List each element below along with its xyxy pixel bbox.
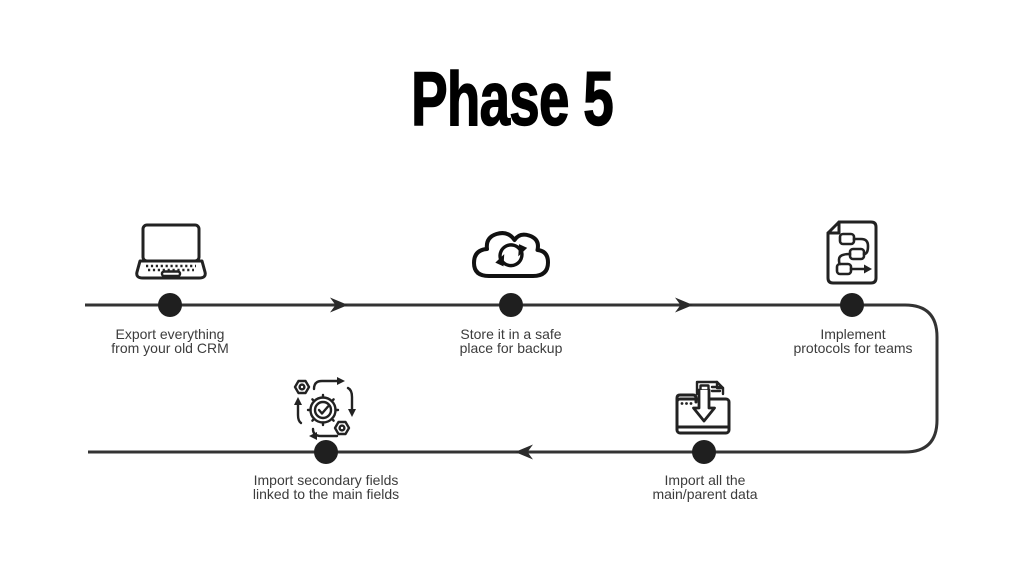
flow-arrow-right-1 — [330, 297, 348, 313]
step-4-label-line1: Import all the — [664, 472, 746, 488]
step-3-label-line2: protocols for teams — [793, 340, 913, 356]
step-2-label-line2: place for backup — [459, 340, 563, 356]
workflow-document-icon — [825, 220, 879, 286]
timeline-node-2 — [499, 293, 523, 317]
page-title: Phase 5 — [411, 57, 615, 142]
step-1-label-line2: from your old CRM — [111, 340, 229, 356]
step-2-label: Store it in a safe place for backup — [391, 327, 631, 355]
timeline-node-4 — [692, 440, 716, 464]
timeline-node-1 — [158, 293, 182, 317]
step-3-label: Implement protocols for teams — [733, 327, 973, 355]
step-4-label-line2: main/parent data — [652, 486, 758, 502]
timeline-node-5 — [314, 440, 338, 464]
step-1-label-line1: Export everything — [115, 326, 225, 342]
step-3-label-line1: Implement — [820, 326, 886, 342]
step-5-label-line2: linked to the main fields — [252, 486, 400, 502]
flow-arrow-left-1 — [515, 444, 533, 460]
import-data-icon — [675, 378, 733, 438]
flow-arrow-right-2 — [675, 297, 693, 313]
step-4-label: Import all the main/parent data — [585, 473, 825, 501]
step-1-label: Export everything from your old CRM — [50, 327, 290, 355]
step-5-label: Import secondary fields linked to the ma… — [206, 473, 446, 501]
step-2-label-line1: Store it in a safe — [460, 326, 562, 342]
timeline-node-3 — [840, 293, 864, 317]
flow-line — [85, 303, 939, 454]
laptop-icon — [135, 223, 207, 283]
process-gears-icon — [292, 377, 360, 441]
cloud-sync-icon — [467, 222, 555, 284]
step-5-label-line1: Import secondary fields — [253, 472, 399, 488]
